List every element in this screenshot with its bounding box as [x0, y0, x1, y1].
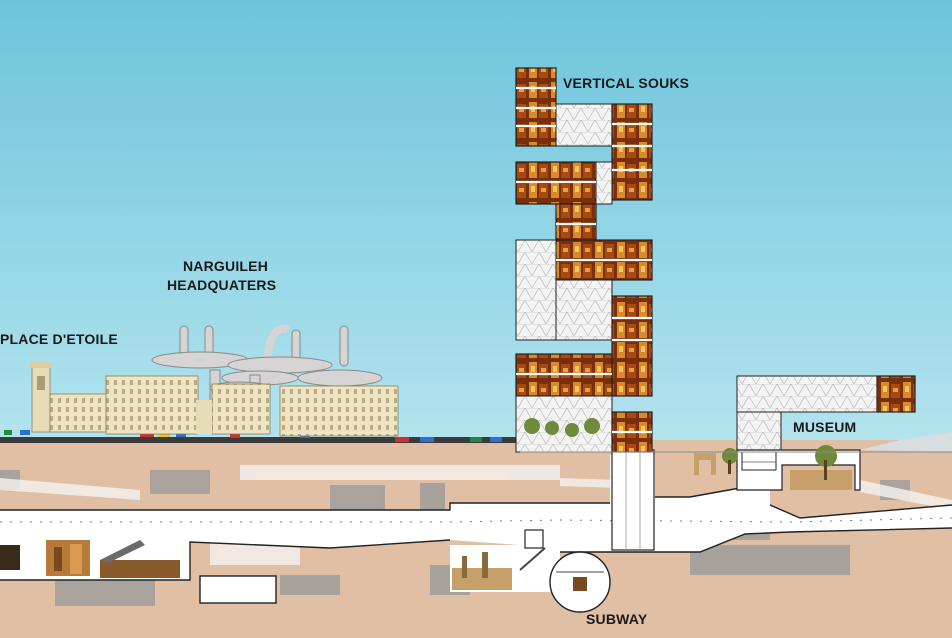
tunnel-trackline — [0, 517, 952, 523]
label-museum: MUSEUM — [793, 419, 857, 435]
distant-hills — [860, 432, 952, 452]
ruins-subway — [452, 547, 546, 590]
vertical-souks-tower — [515, 67, 653, 453]
main-tunnel — [0, 455, 952, 580]
museum-building — [736, 375, 916, 491]
tower-shaft — [611, 449, 655, 551]
ruins-left — [0, 540, 180, 578]
label-place-etoile: PLACE D'ETOILE — [0, 331, 118, 347]
label-subway: SUBWAY — [586, 611, 648, 627]
sky — [0, 0, 952, 450]
label-narguileh-line2: HEADQUATERS — [167, 277, 277, 293]
subway-stair-box — [524, 529, 544, 549]
label-vertical-souks: VERTICAL SOUKS — [563, 75, 690, 91]
label-narguileh-line1: NARGUILEH — [183, 258, 269, 274]
place-etoile-buildings — [30, 362, 399, 437]
underground-box — [199, 575, 277, 604]
street-line — [0, 437, 520, 443]
museum-entry-arches — [694, 448, 738, 475]
tunnel-outline — [0, 487, 952, 581]
